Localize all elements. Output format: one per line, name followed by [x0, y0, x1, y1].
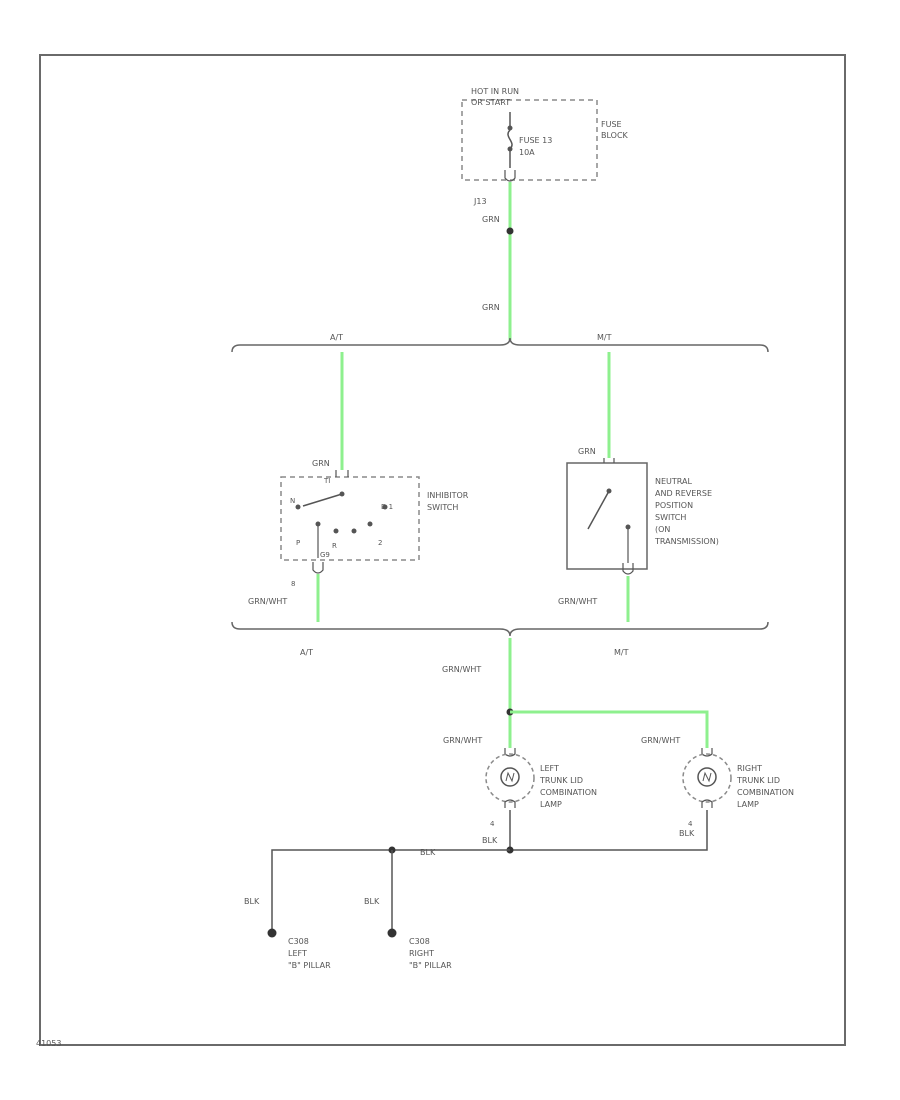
- right-lamp-filament-icon: [702, 771, 712, 783]
- inhibitor-top-connector-icon: [335, 470, 349, 477]
- left-lamp-label-3: COMBINATION: [540, 788, 597, 797]
- inhibitor-pin-bottom: G9: [320, 551, 330, 559]
- neutral-top-connector-icon: [603, 458, 615, 463]
- ground-right-label-2: RIGHT: [409, 949, 434, 958]
- neutral-label-2: AND REVERSE: [655, 489, 712, 498]
- neutral-label-6: TRANSMISSION): [654, 537, 719, 546]
- inhibitor-pin-num: 8: [291, 580, 295, 588]
- option-label-at-top: A/T: [330, 333, 343, 342]
- inhibitor-contact-r: [333, 528, 339, 534]
- fuse-bottom-contact: [507, 146, 513, 152]
- inhibitor-contact-d: [351, 528, 357, 534]
- wire-label-blk-right-lamp: BLK: [679, 829, 695, 838]
- hot-in-run-label: HOT IN RUN: [471, 87, 519, 96]
- inhibitor-contact-d1: [382, 504, 388, 510]
- wire-grnwht-right-branch: [510, 710, 709, 748]
- wire-label-grnwht-mt: GRN/WHT: [558, 597, 597, 606]
- inhibitor-pos-n: N: [290, 497, 295, 505]
- inhibitor-bottom-connector-icon: [312, 562, 324, 574]
- wire-label-grnwht-right: GRN/WHT: [641, 736, 680, 745]
- wire-label-grn-lower: GRN: [482, 303, 500, 312]
- ground-right-icon: [387, 928, 397, 938]
- wire-blk-right-lamp: [510, 810, 708, 851]
- wire-label-blk-main: BLK: [420, 848, 436, 857]
- option-bracket-bottom: [231, 621, 769, 637]
- inhibitor-switch-dashed-box: [280, 476, 420, 561]
- neutral-bottom-connector-icon: [622, 563, 634, 575]
- terminal-j13-label: J13: [473, 197, 487, 206]
- ground-left-label-3: "B" PILLAR: [288, 961, 331, 970]
- neutral-label-3: POSITION: [655, 501, 693, 510]
- option-bracket-top: [231, 337, 769, 353]
- fuse-block-label-2: BLOCK: [601, 131, 629, 140]
- left-lamp-dashed-housing: [485, 753, 535, 803]
- fuse-block-label: FUSE: [601, 120, 622, 129]
- inhibitor-pos-d1: D 1: [381, 503, 393, 511]
- or-start-label: OR START: [471, 98, 510, 107]
- option-label-mt-bottom: M/T: [614, 648, 629, 657]
- right-lamp-dashed-housing: [682, 753, 732, 803]
- left-lamp-pin: 4: [490, 820, 495, 828]
- inhibitor-label-1: INHIBITOR: [427, 491, 469, 500]
- inhibitor-pin-top: TI: [323, 477, 330, 485]
- left-lamp-label-1: LEFT: [540, 764, 559, 773]
- right-lamp-label-3: COMBINATION: [737, 788, 794, 797]
- right-lamp-pin: 4: [688, 820, 693, 828]
- ground-left-icon: [267, 928, 277, 938]
- neutral-label-5: (ON: [655, 525, 670, 534]
- left-lamp-label-2: TRUNK LID: [539, 776, 583, 785]
- wire-label-blk-ground-left: BLK: [244, 897, 260, 906]
- wire-label-blk-left-lamp: BLK: [482, 836, 498, 845]
- neutral-label-1: NEUTRAL: [655, 477, 692, 486]
- splice-grn: [506, 227, 514, 235]
- left-lamp-filament-icon: [505, 771, 515, 783]
- wire-label-grnwht-at: GRN/WHT: [248, 597, 287, 606]
- left-lamp-bottom-connector-icon: [504, 799, 516, 808]
- inhibitor-pos-r: R: [332, 542, 337, 550]
- ground-right-label-1: C308: [409, 937, 430, 946]
- ground-left-label-2: LEFT: [288, 949, 307, 958]
- left-lamp-bulb-icon: [500, 767, 520, 787]
- fuse-block-dashed-box: [461, 99, 598, 181]
- neutral-label-4: SWITCH: [655, 513, 686, 522]
- diagram-frame: [39, 54, 846, 1046]
- diagram-code: 41053: [36, 1039, 61, 1048]
- wire-label-grnwht-left: GRN/WHT: [443, 736, 482, 745]
- wire-label-grn-mt: GRN: [578, 447, 596, 456]
- inhibitor-pos-2: 2: [378, 539, 382, 547]
- left-lamp-label-4: LAMP: [540, 800, 562, 809]
- right-lamp-bulb-icon: [697, 767, 717, 787]
- fuse-13-label: FUSE 13: [519, 136, 552, 145]
- neutral-switch-box: [566, 462, 648, 570]
- fuse-10a-label: 10A: [519, 148, 535, 157]
- wire-label-grn-upper: GRN: [482, 215, 500, 224]
- wire-blk-main: [271, 849, 510, 930]
- ground-left-label-1: C308: [288, 937, 309, 946]
- wire-label-grn-at: GRN: [312, 459, 330, 468]
- wire-label-grnwht-main: GRN/WHT: [442, 665, 481, 674]
- inhibitor-pos-p: P: [296, 539, 300, 547]
- neutral-switch-arm: [587, 490, 610, 530]
- right-lamp-label-2: TRUNK LID: [736, 776, 780, 785]
- right-lamp-label-4: LAMP: [737, 800, 759, 809]
- option-label-mt-top: M/T: [597, 333, 612, 342]
- ground-right-label-3: "B" PILLAR: [409, 961, 452, 970]
- inhibitor-label-2: SWITCH: [427, 503, 458, 512]
- fuse-element-icon: [507, 129, 513, 150]
- fuse-terminal-connector-icon: [504, 170, 516, 182]
- wire-label-blk-ground-right: BLK: [364, 897, 380, 906]
- right-lamp-label-1: RIGHT: [737, 764, 762, 773]
- inhibitor-contact-n: [295, 504, 301, 510]
- inhibitor-switch-arm: [302, 493, 343, 507]
- right-lamp-bottom-connector-icon: [701, 799, 713, 808]
- inhibitor-contact-2: [367, 521, 373, 527]
- fuse-top-contact: [507, 125, 513, 131]
- option-label-at-bottom: A/T: [300, 648, 313, 657]
